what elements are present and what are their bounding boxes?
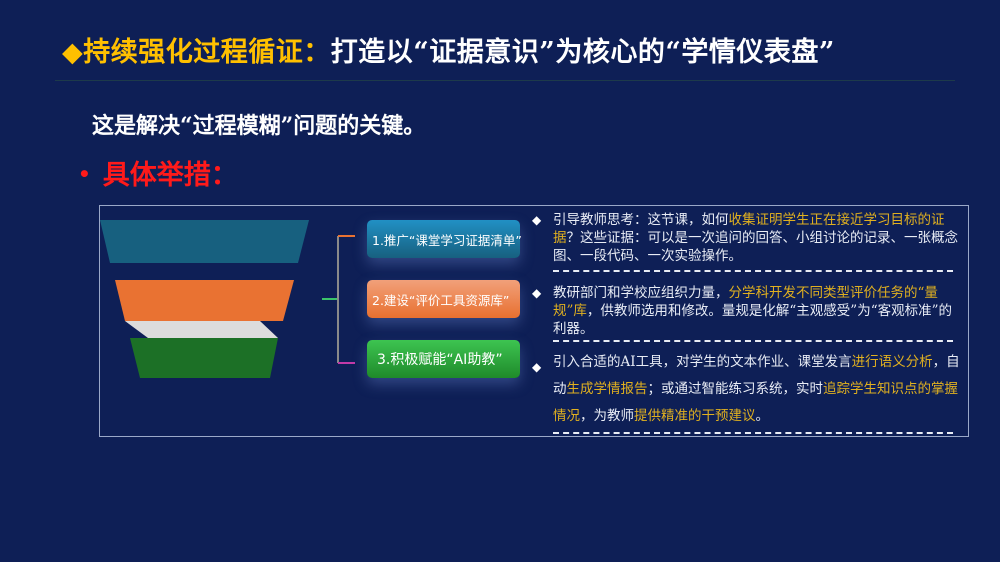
funnel-layer-1 (100, 220, 309, 263)
diamond-icon: ◆ (62, 37, 84, 68)
funnel-layer-2 (115, 280, 294, 321)
slide-title: ◆持续强化过程循证：打造以“证据意识”为核心的“学情仪表盘” (62, 30, 835, 69)
title-rest: 打造以“证据意识”为核心的“学情仪表盘” (330, 37, 835, 68)
text-segment: 。 (755, 408, 770, 424)
measures-heading: • 具体举措： (78, 153, 238, 192)
text-segment: ？这些证据：可以是一次追问的回答、小组讨论的记录、一张概念图、一段代码、一次实验… (553, 230, 958, 264)
funnel-layer-3 (130, 338, 278, 378)
diamond-bullet-icon: ◆ (532, 360, 542, 374)
diamond-bullet-icon: ◆ (532, 286, 542, 300)
diamond-bullet-icon: ◆ (532, 213, 542, 227)
list-item: ◆ 引导教师思考：这节课，如何收集证明学生正在接近学习目标的证据？这些证据：可以… (532, 211, 960, 265)
funnel-separator (125, 321, 278, 338)
measures-label: 具体举措： (102, 160, 238, 191)
text-segment: ，供教师选用和修改。量规是化解“主观感受”为“客观标准”的利器。 (553, 303, 953, 337)
content-panel (99, 205, 969, 437)
highlight-segment: 分学科开发不同类型评价任务的“量规”库 (553, 285, 938, 319)
bullet-icon: • (78, 162, 91, 186)
subtitle: 这是解决“过程模糊”问题的关键。 (92, 113, 426, 139)
highlight-segment: 追踪学生知识点的掌握情况 (553, 381, 958, 424)
text-segment: ，为教师 (580, 408, 634, 424)
measure-button-1[interactable]: 1.推广“课堂学习证据清单” (367, 220, 522, 258)
highlight-segment: 提供精准的干预建议 (634, 408, 756, 424)
highlight-segment: 生成学情报告 (566, 381, 648, 397)
highlight-segment: 进行语义分析 (851, 354, 933, 370)
measure-button-3[interactable]: 3.积极赋能“AI助教” (367, 340, 520, 378)
text-segment: 引入合适的AI工具，对学生的文本作业、课堂发言 (553, 354, 852, 370)
text-segment: 引导教师思考：这节课，如何 (553, 212, 729, 228)
list-item: ◆ 引入合适的AI工具，对学生的文本作业、课堂发言进行语义分析，自动生成学情报告… (532, 349, 960, 430)
text-segment: ；或通过智能练习系统，实时 (647, 381, 824, 397)
dashed-divider (553, 340, 953, 342)
text-segment: 教研部门和学校应组织力量， (553, 285, 729, 301)
list-item: ◆ 教研部门和学校应组织力量，分学科开发不同类型评价任务的“量规”库，供教师选用… (532, 284, 960, 338)
title-highlight: 持续强化过程循证： (83, 37, 331, 68)
text-segment: ，自动 (553, 354, 960, 397)
measure-button-2[interactable]: 2.建设“评价工具资源库” (367, 280, 520, 318)
title-divider (55, 80, 955, 81)
dashed-divider (553, 432, 953, 434)
highlight-segment: 收集证明学生正在接近学习目标的证据 (553, 212, 945, 246)
dashed-divider (553, 270, 953, 272)
